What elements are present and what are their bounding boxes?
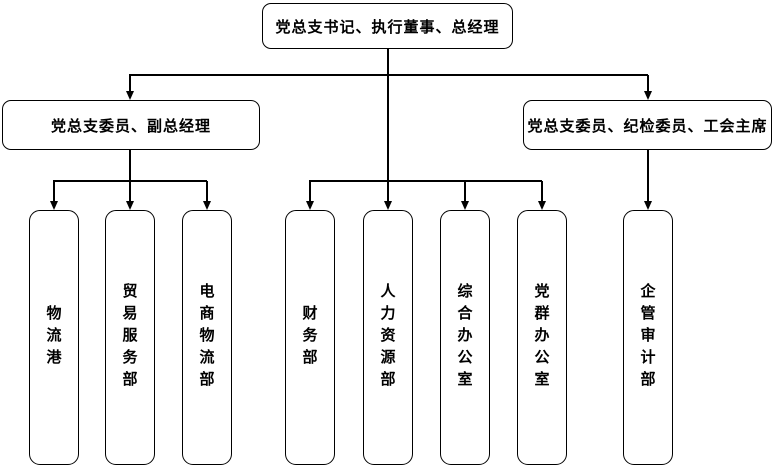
org-node-discipline-union-chairman: 党总支委员、纪检委员、工会主席 xyxy=(523,100,772,150)
connector-top-rail xyxy=(129,74,648,76)
arrowhead-logistics-port xyxy=(49,201,58,210)
org-node-logistics-port: 物流港 xyxy=(29,210,79,465)
connector-drop-ecommerce-logistics xyxy=(206,181,208,202)
connector-left-rail xyxy=(53,180,207,182)
org-node-party-masses-office: 党群办公室 xyxy=(517,210,567,465)
org-node-ecommerce-logistics-dept: 电商物流部 xyxy=(182,210,232,465)
connector-drop-general-office xyxy=(464,181,466,202)
connector-drop-party-masses-office xyxy=(541,181,543,202)
connector-drop-left-manager xyxy=(129,75,131,92)
connector-drop-hr xyxy=(387,181,389,202)
connector-right-manager-stem xyxy=(647,150,649,202)
arrowhead-left-manager xyxy=(125,91,134,100)
arrowhead-right-manager xyxy=(643,91,652,100)
org-node-root: 党总支书记、执行董事、总经理 xyxy=(262,3,513,49)
connector-drop-right-manager xyxy=(647,75,649,92)
org-node-deputy-general-manager: 党总支委员、副总经理 xyxy=(2,100,260,150)
arrowhead-ecommerce-logistics xyxy=(202,201,211,210)
org-node-finance-dept: 财务部 xyxy=(285,210,335,465)
arrowhead-hr xyxy=(383,201,392,210)
org-node-general-office: 综合办公室 xyxy=(440,210,490,465)
arrowhead-general-office xyxy=(460,201,469,210)
connector-left-manager-stem xyxy=(129,150,131,181)
org-node-audit-dept: 企管审计部 xyxy=(623,210,673,465)
arrowhead-audit-dept xyxy=(643,201,652,210)
connector-drop-trade-service xyxy=(129,181,131,202)
arrowhead-trade-service xyxy=(125,201,134,210)
org-node-trade-service-dept: 贸易服务部 xyxy=(105,210,155,465)
connector-drop-logistics-port xyxy=(53,181,55,202)
arrowhead-party-masses-office xyxy=(537,201,546,210)
org-node-hr-dept: 人力资源部 xyxy=(363,210,413,465)
connector-root-stem xyxy=(387,49,389,181)
connector-drop-finance xyxy=(309,181,311,202)
connector-middle-rail xyxy=(309,180,542,182)
arrowhead-finance xyxy=(305,201,314,210)
